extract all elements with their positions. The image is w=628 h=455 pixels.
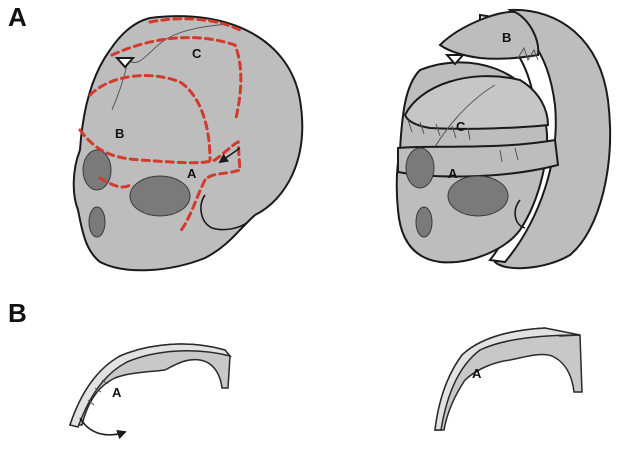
right-skull-left-orbit [406, 148, 434, 188]
right-skull-label-a: A [448, 166, 458, 181]
segment-b [440, 12, 538, 59]
left-bone-label: A [112, 385, 122, 400]
left-bone-strip: A [70, 344, 230, 435]
left-skull-label-a: A [187, 166, 197, 181]
curved-arrow-icon [80, 418, 125, 435]
left-skull: C B A [74, 16, 303, 270]
right-bone-strip: A [435, 328, 582, 430]
left-skull-nasal [89, 207, 105, 237]
left-skull-right-orbit [130, 176, 190, 216]
panel-b-letter: B [8, 298, 27, 328]
right-bone-label: A [472, 366, 482, 381]
right-skull: B C A [397, 10, 610, 268]
panel-a-letter: A [8, 2, 27, 32]
right-skull-right-orbit [448, 176, 508, 216]
left-skull-left-orbit [83, 150, 111, 190]
right-skull-label-c: C [456, 119, 466, 134]
right-skull-label-b: B [502, 30, 511, 45]
left-skull-label-c: C [192, 46, 202, 61]
right-skull-nasal [416, 207, 432, 237]
left-skull-label-b: B [115, 126, 124, 141]
